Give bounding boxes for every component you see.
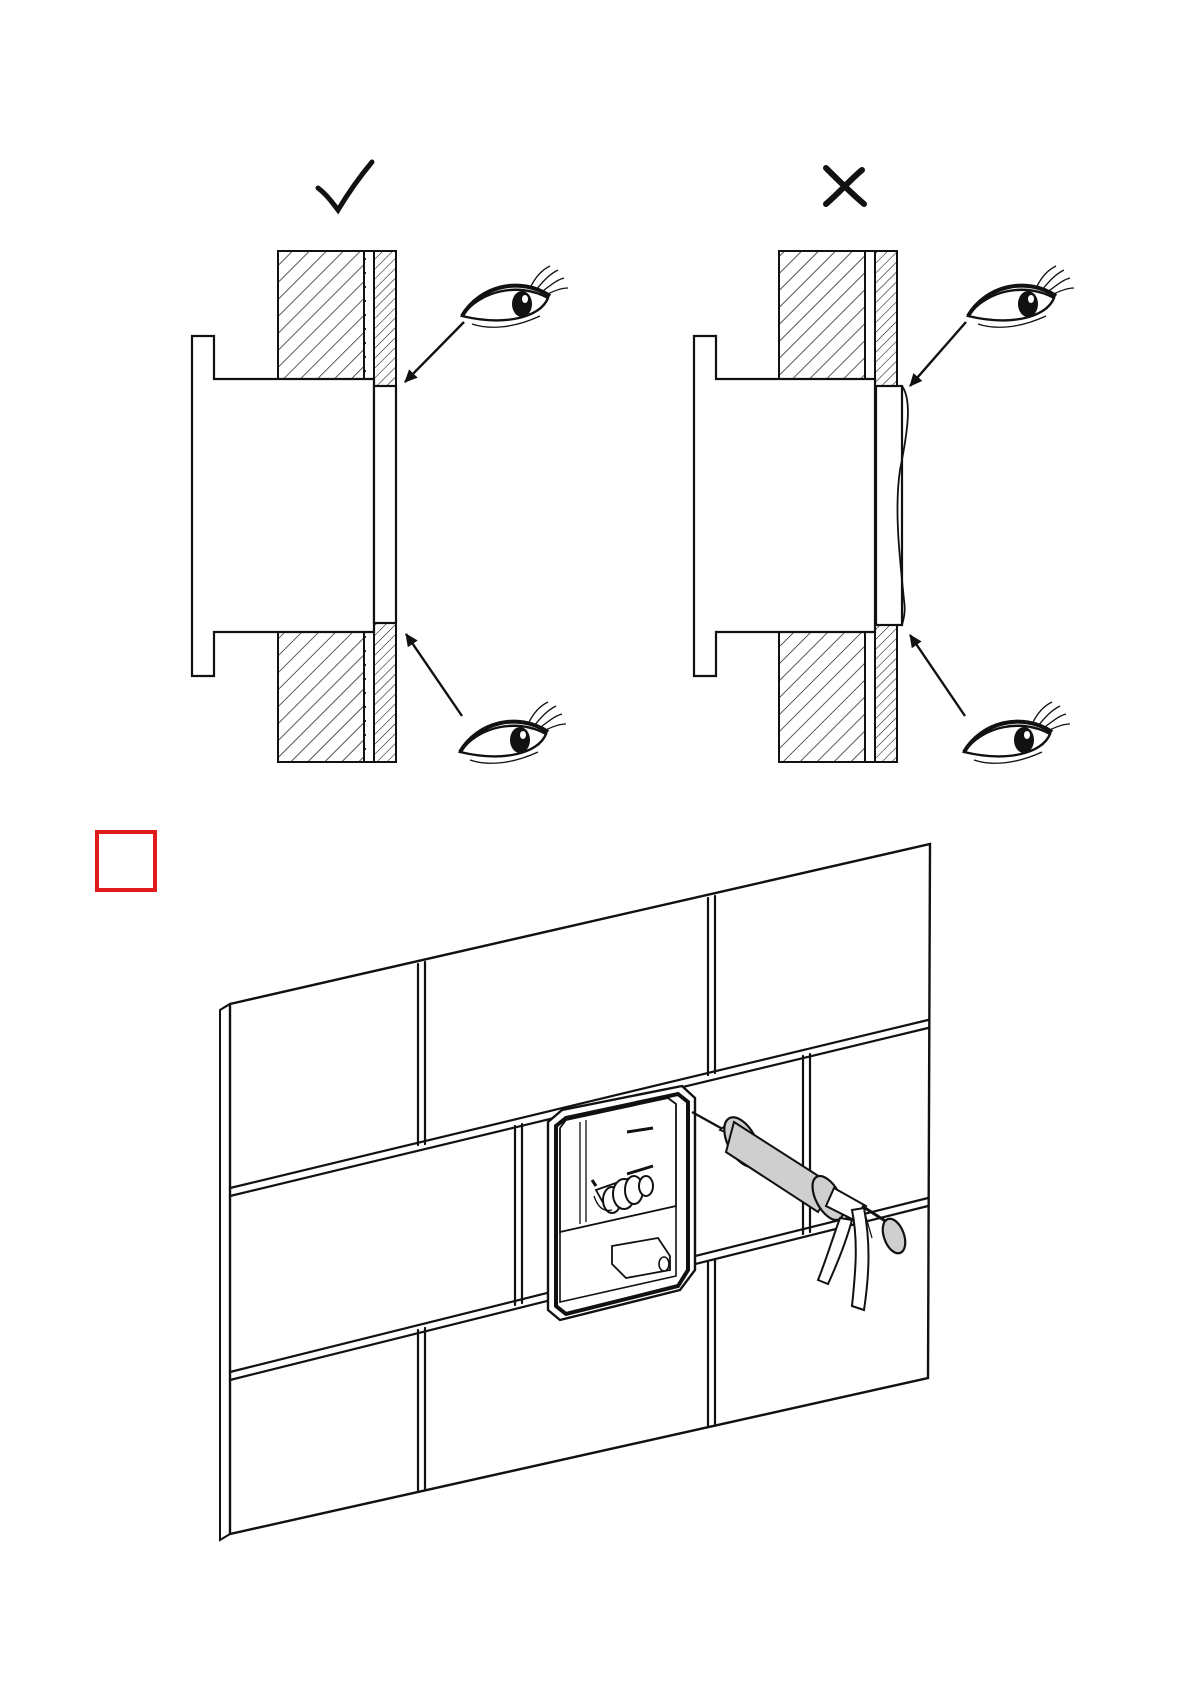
concealed-valve-box	[556, 1094, 688, 1314]
view-arrow-top	[910, 322, 966, 386]
wall-section-top	[779, 251, 897, 386]
incorrect-panel	[694, 168, 1074, 763]
view-arrow-top	[405, 322, 464, 382]
eye-icon	[968, 266, 1074, 327]
eye-icon	[462, 266, 568, 327]
wall-section-top	[278, 251, 396, 386]
flush-box-profile	[192, 336, 374, 676]
check-mark-icon	[318, 162, 372, 210]
wall-section-bottom	[278, 623, 396, 762]
step-number-box	[97, 832, 155, 890]
cross-mark-icon	[826, 168, 864, 204]
view-arrow-bottom	[910, 635, 965, 716]
view-arrow-bottom	[406, 634, 462, 716]
eye-icon	[460, 702, 566, 763]
correct-panel	[192, 162, 568, 763]
eye-icon	[964, 702, 1070, 763]
front-plate-flush	[374, 386, 396, 623]
flush-box-profile	[694, 336, 875, 676]
wall-section-bottom	[779, 623, 897, 762]
